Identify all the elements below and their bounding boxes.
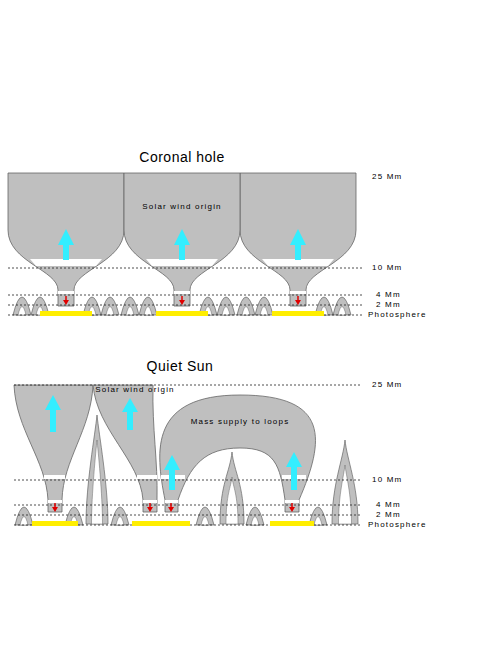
- solar-wind-funnel-outline: [124, 173, 240, 306]
- height-line: [14, 525, 362, 526]
- magnetic-patch: [132, 521, 190, 526]
- white-band: [48, 500, 62, 503]
- funnel-shape: [14, 385, 93, 512]
- height-line: [8, 315, 362, 316]
- region-label: Solar wind origin: [95, 386, 175, 394]
- downflow-arrowhead: [295, 300, 301, 305]
- white-band: [58, 291, 74, 294]
- funnel-shape: [8, 173, 124, 306]
- solar-wind-funnel: Solar wind origin: [124, 173, 240, 306]
- coronal-loop-outline: [150, 394, 332, 513]
- magnetic-patch: [156, 311, 208, 316]
- height-label: 25 Mm: [372, 173, 402, 181]
- height-label: Photosphere: [368, 521, 427, 529]
- height-line: [14, 515, 362, 516]
- panel-title: Quiet Sun: [147, 359, 214, 373]
- height-line: [14, 505, 362, 506]
- upflow-arrow: [58, 229, 74, 260]
- region-label: Solar wind origin: [142, 203, 222, 211]
- magnetic-patch: [270, 521, 314, 526]
- height-label: 25 Mm: [372, 381, 402, 389]
- panel-title: Coronal hole: [139, 150, 224, 164]
- solar-wind-funnel-shape: [124, 173, 240, 306]
- height-lines: [8, 268, 362, 525]
- magnetic-patch: [40, 311, 92, 316]
- downflow-arrow: [65, 296, 67, 301]
- solar-wind-funnel: Solar wind origin: [90, 385, 160, 513]
- height-label: 4 Mm: [376, 501, 401, 509]
- white-band: [262, 259, 334, 266]
- height-label: 4 Mm: [376, 291, 401, 299]
- height-label: 2 Mm: [376, 511, 401, 519]
- photosphere-patches: [32, 311, 324, 526]
- downflow-arrow: [54, 503, 56, 508]
- height-label: Photosphere: [368, 311, 427, 319]
- downflow-arrow: [297, 296, 299, 301]
- white-band: [44, 475, 65, 479]
- magnetic-patch: [272, 311, 324, 316]
- coronal-loop-shape: [160, 395, 316, 512]
- small-loop-inner: [18, 307, 346, 316]
- white-band: [290, 291, 306, 294]
- magnetic-patch: [32, 521, 78, 526]
- region-label: Mass supply to loops: [191, 418, 290, 426]
- height-label: 10 Mm: [372, 476, 402, 484]
- downflow-arrowhead: [63, 300, 69, 305]
- small-loop-inner: [20, 517, 322, 526]
- coronal-loop: Mass supply to loops: [150, 394, 332, 513]
- downflow-arrowhead: [52, 507, 58, 512]
- height-line: [14, 385, 362, 386]
- funnel-shape: [240, 173, 356, 306]
- height-label: 2 Mm: [376, 301, 401, 309]
- solar-wind-funnel-outline: [90, 385, 160, 513]
- height-line: [14, 480, 362, 481]
- solar-wind-funnel-shape: [93, 385, 157, 512]
- height-label: 10 Mm: [372, 264, 402, 272]
- upflow-arrow: [290, 229, 306, 260]
- upflow-arrow: [45, 395, 61, 432]
- flux-funnels: [8, 173, 356, 512]
- white-band: [30, 259, 102, 266]
